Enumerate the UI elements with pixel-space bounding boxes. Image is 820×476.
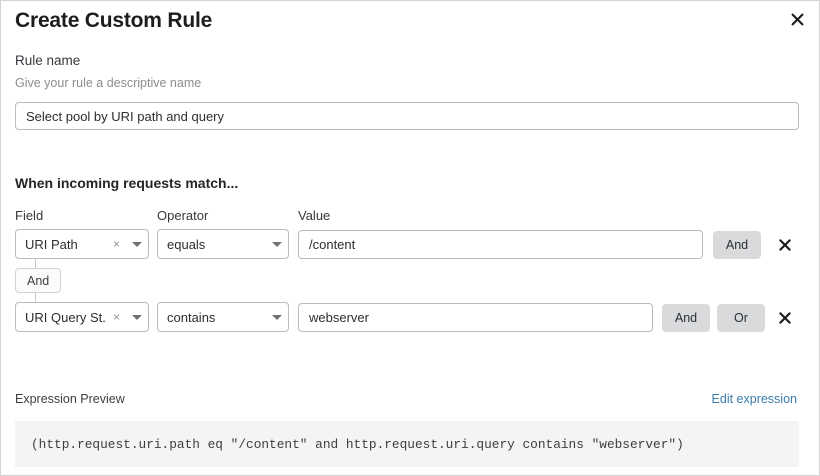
chevron-down-icon-operator-row-1[interactable] bbox=[266, 241, 288, 247]
delete-row-icon-row-1[interactable] bbox=[776, 236, 794, 254]
delete-row-icon-row-2[interactable] bbox=[776, 309, 794, 327]
value-input-row-1[interactable] bbox=[298, 230, 703, 259]
expression-preview-label: Expression Preview bbox=[15, 392, 125, 406]
page-title: Create Custom Rule bbox=[15, 9, 213, 32]
operator-select-value-row-2: contains bbox=[167, 309, 216, 325]
field-select-value-row-1: URI Path bbox=[25, 236, 78, 252]
clear-icon-row-1[interactable]: × bbox=[112, 237, 120, 251]
connector-line-top bbox=[35, 259, 36, 269]
value-input-row-2[interactable] bbox=[298, 303, 653, 332]
group-connector-and[interactable]: And bbox=[15, 268, 62, 293]
operator-select-value-row-1: equals bbox=[167, 236, 206, 252]
rule-name-label: Rule name bbox=[15, 53, 81, 68]
rule-name-input[interactable] bbox=[15, 102, 799, 130]
close-icon[interactable] bbox=[785, 7, 809, 31]
chevron-down-icon-operator-row-2[interactable] bbox=[266, 314, 288, 320]
field-select-row-2[interactable]: URI Query St... × bbox=[15, 302, 149, 332]
clear-icon-row-2[interactable]: × bbox=[112, 310, 120, 324]
column-header-field: Field bbox=[15, 208, 44, 223]
edit-expression-link[interactable]: Edit expression bbox=[711, 392, 797, 406]
chevron-down-icon-row-2[interactable] bbox=[126, 314, 148, 320]
connector-line-bottom bbox=[35, 293, 36, 303]
expression-code: (http.request.uri.path eq "/content" and… bbox=[31, 436, 684, 452]
or-button-row-2[interactable]: Or bbox=[717, 304, 765, 332]
operator-select-row-2[interactable]: contains bbox=[157, 302, 289, 332]
and-button-row-2[interactable]: And bbox=[662, 304, 710, 332]
and-button-row-1[interactable]: And bbox=[713, 231, 761, 259]
conditions-heading: When incoming requests match... bbox=[15, 175, 239, 191]
column-header-operator: Operator bbox=[157, 208, 209, 223]
expression-preview-box: (http.request.uri.path eq "/content" and… bbox=[15, 421, 799, 467]
rule-name-helper-text: Give your rule a descriptive name bbox=[15, 76, 202, 90]
field-select-row-1[interactable]: URI Path × bbox=[15, 229, 149, 259]
operator-select-row-1[interactable]: equals bbox=[157, 229, 289, 259]
chevron-down-icon-row-1[interactable] bbox=[126, 241, 148, 247]
column-header-value: Value bbox=[298, 208, 331, 223]
field-select-value-row-2: URI Query St... bbox=[25, 309, 107, 325]
